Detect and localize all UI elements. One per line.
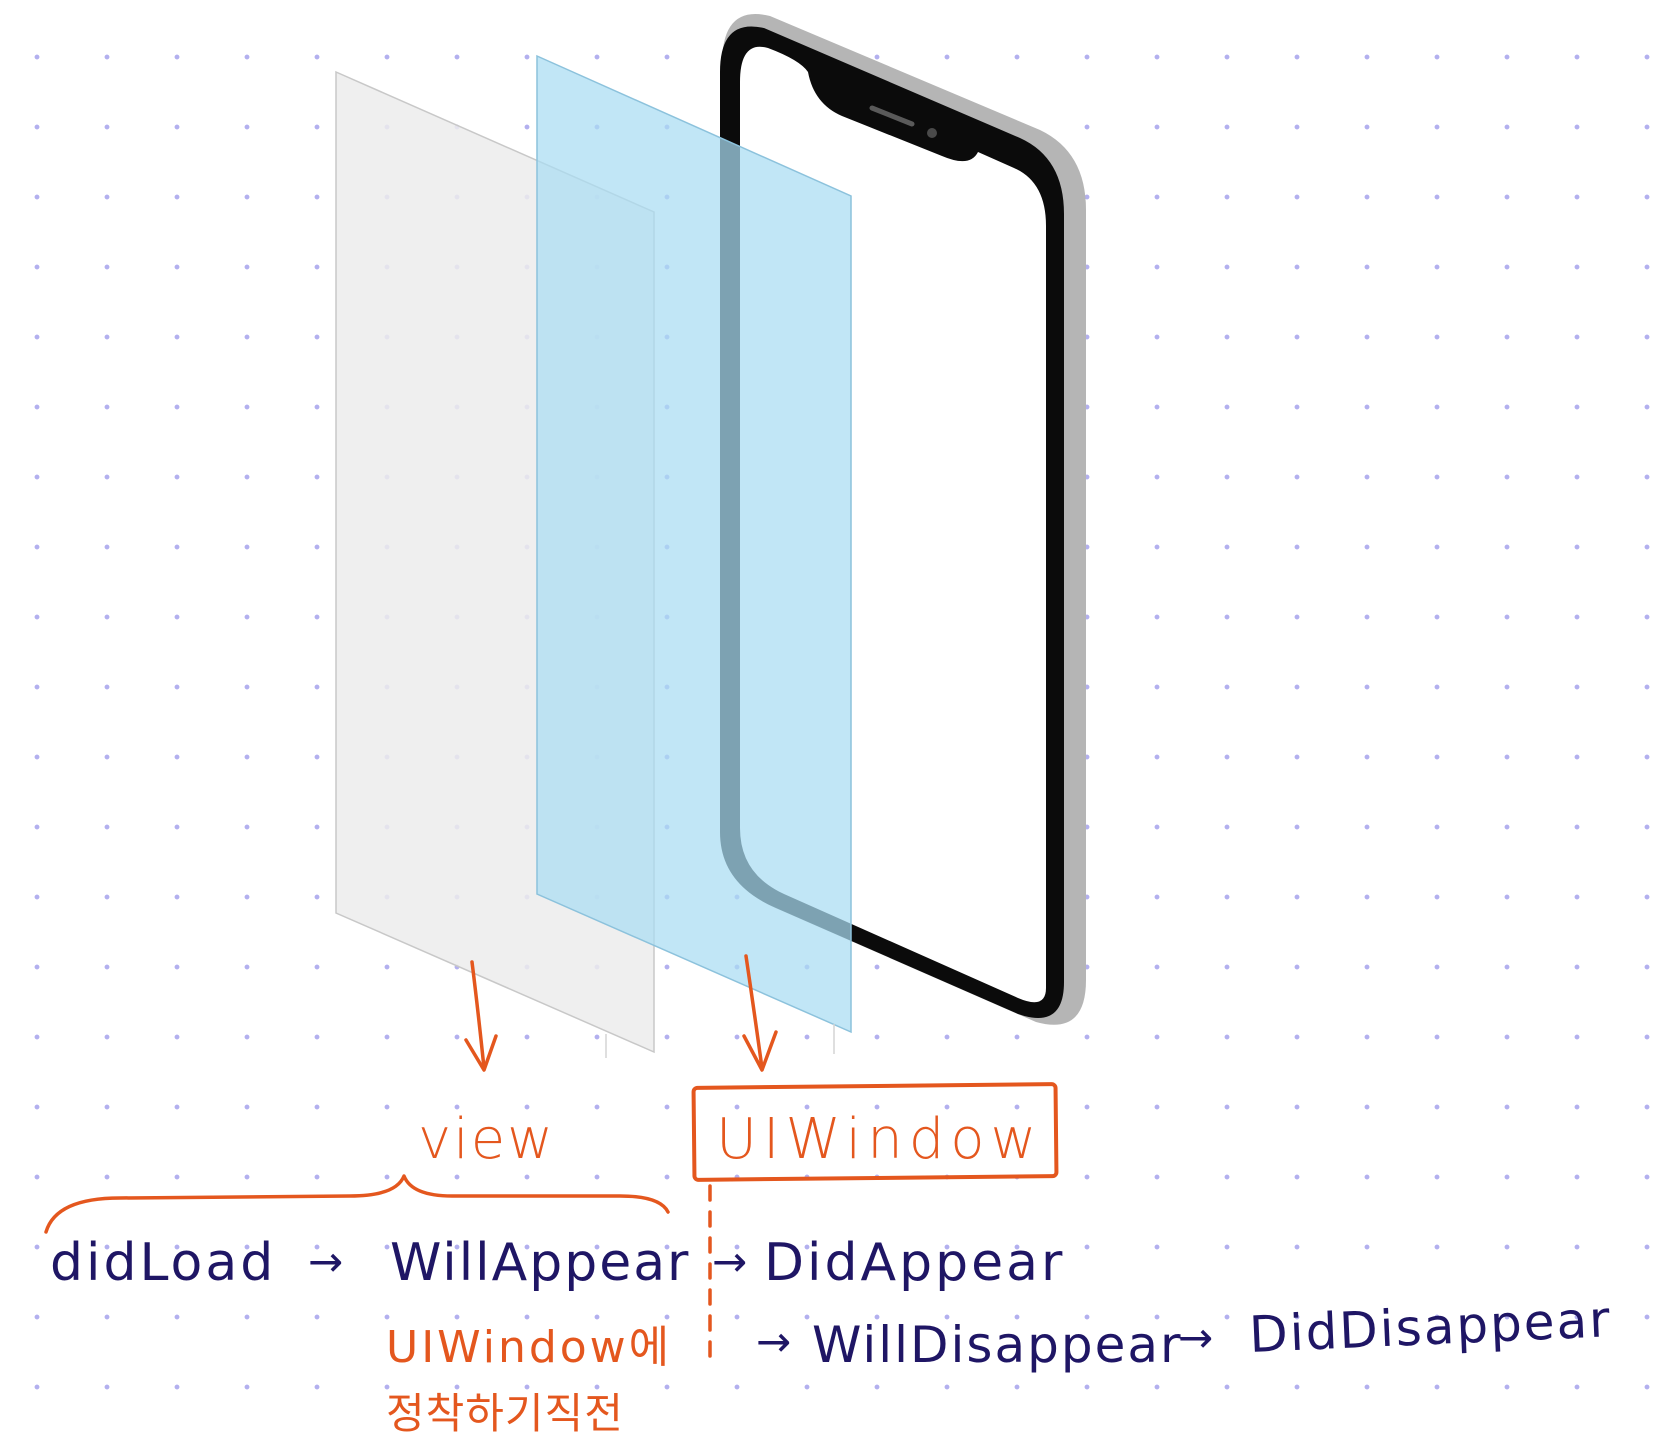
arrow-2: → [712,1237,747,1286]
phone-camera [927,128,937,138]
view-brace [44,1174,670,1234]
uiwindow-arrow [742,954,778,1072]
uiwindow-layer-sheet [536,54,852,1034]
uiwindow-label-box [691,1082,1059,1182]
arrow-3: → [756,1317,791,1366]
note-line-2: 정착하기직전 [386,1389,624,1438]
lifecycle-did-disappear: DidDisappear [1248,1290,1613,1364]
arrow-1: → [308,1237,343,1286]
view-arrow [464,960,498,1072]
lifecycle-did-load: didLoad [50,1233,276,1293]
lifecycle-did-appear: DidAppear [764,1233,1065,1293]
phone-speaker [869,105,915,127]
view-label: view [418,1107,555,1172]
lifecycle-will-disappear: WillDisappear [812,1316,1183,1374]
note-line-1: UIWindow에 [386,1322,672,1373]
lifecycle-will-appear: WillAppear [390,1233,690,1293]
arrow-4: → [1178,1313,1213,1362]
uiwindow-label: UIWindow [716,1107,1042,1172]
